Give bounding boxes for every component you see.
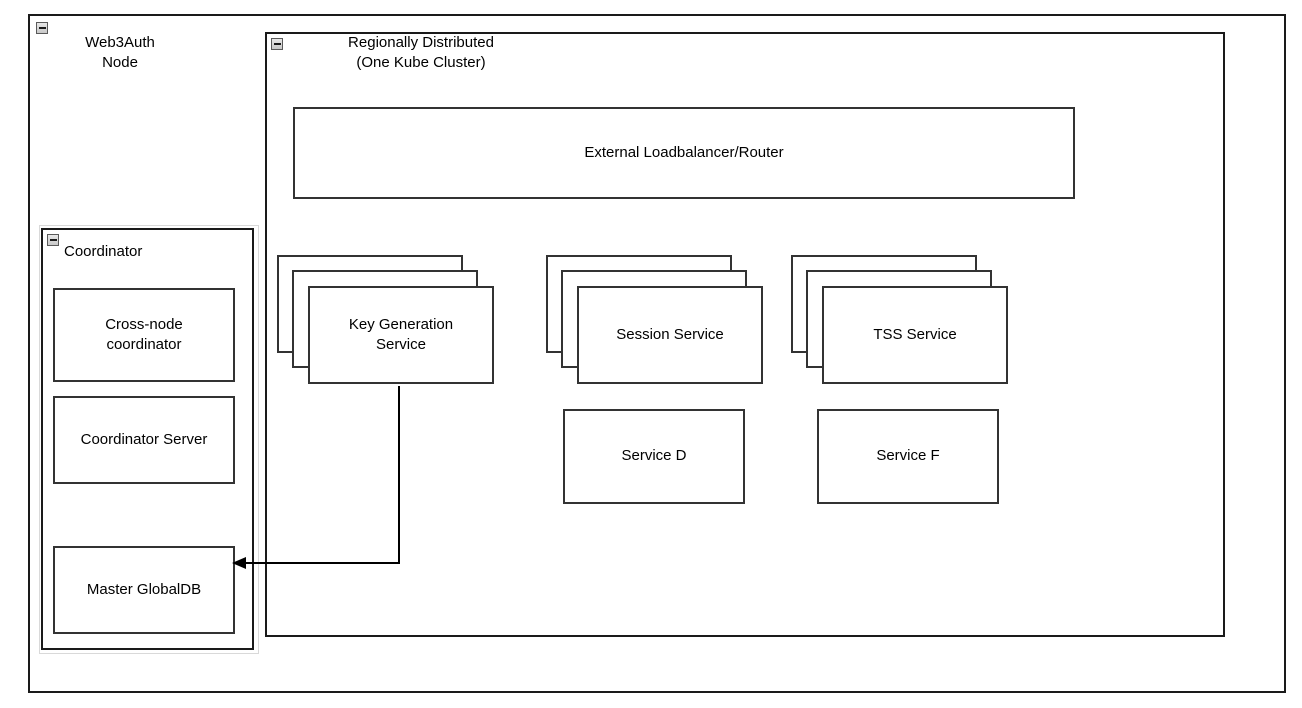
node-service-d[interactable]: Service D [563,409,745,504]
collapse-minus-icon-coordinator[interactable] [47,234,59,246]
stack-front-card-key-generation-service[interactable]: Key Generation Service [308,286,494,384]
stack-session-service[interactable]: Session Service [546,255,763,384]
container-title-regionally-distributed: Regionally Distributed (One Kube Cluster… [348,34,494,72]
stack-front-card-session-service[interactable]: Session Service [577,286,763,384]
node-master-globaldb[interactable]: Master GlobalDB [53,546,235,634]
container-title-coordinator: Coordinator [64,243,143,260]
collapse-minus-icon-web3auth-node[interactable] [36,22,48,34]
stack-tss-service[interactable]: TSS Service [791,255,1008,384]
stack-front-card-tss-service[interactable]: TSS Service [822,286,1008,384]
minus-bar [38,27,46,29]
node-cross-node-coordinator[interactable]: Cross-node coordinator [53,288,235,382]
node-external-loadbalancer-router[interactable]: External Loadbalancer/Router [293,107,1075,199]
collapse-minus-icon-regionally-distributed[interactable] [271,38,283,50]
node-coordinator-server[interactable]: Coordinator Server [53,396,235,484]
stack-key-generation-service[interactable]: Key Generation Service [277,255,494,384]
minus-bar [273,43,281,45]
container-title-web3auth-node: Web3Auth Node [85,34,155,72]
node-service-f[interactable]: Service F [817,409,999,504]
minus-bar [49,239,57,241]
